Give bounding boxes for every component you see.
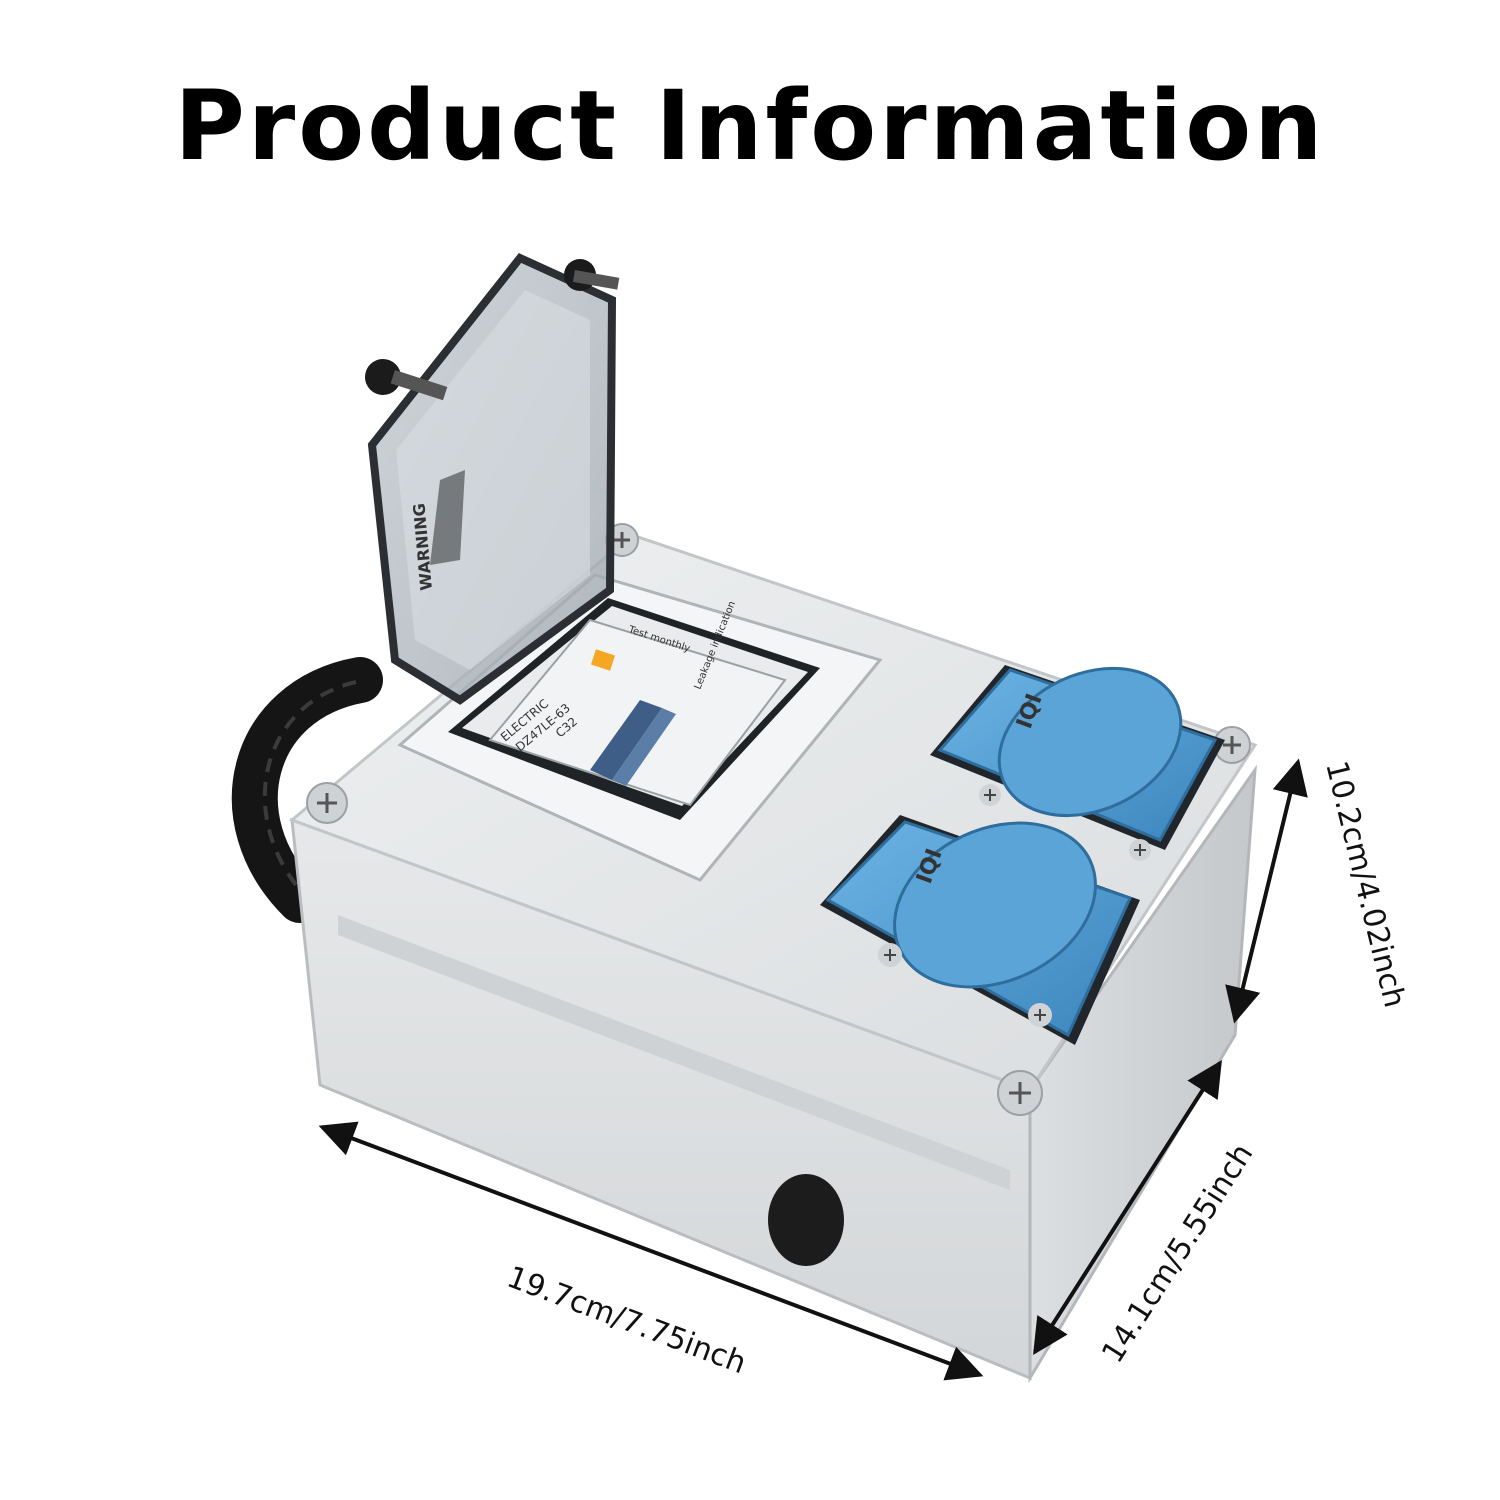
schuko-socket-rear: IQI bbox=[930, 665, 1225, 861]
schuko-socket-front: IQI bbox=[820, 815, 1140, 1045]
clear-hinged-lid: WARNING bbox=[365, 253, 620, 705]
lid-knob bbox=[365, 359, 448, 401]
power-cable bbox=[231, 657, 383, 923]
screw bbox=[997, 1070, 1043, 1116]
page-title: Product Information bbox=[174, 70, 1326, 182]
circuit-breaker: ELECTRIC DZ47LE-63 C32 Test monthly Leak… bbox=[488, 600, 787, 807]
height-arrow bbox=[1225, 758, 1308, 1024]
height-label: 10.2cm/4.02inch bbox=[1318, 758, 1412, 1011]
length-label: 19.7cm/7.75inch bbox=[502, 1260, 750, 1382]
screw bbox=[306, 782, 348, 824]
width-arrow bbox=[1033, 1059, 1222, 1356]
lid-knob bbox=[564, 259, 620, 291]
dimension-height: 10.2cm/4.02inch bbox=[1225, 758, 1412, 1024]
corner-screws bbox=[306, 523, 1251, 1116]
length-arrow bbox=[318, 1121, 984, 1381]
cable-entry-hole bbox=[768, 1174, 844, 1266]
